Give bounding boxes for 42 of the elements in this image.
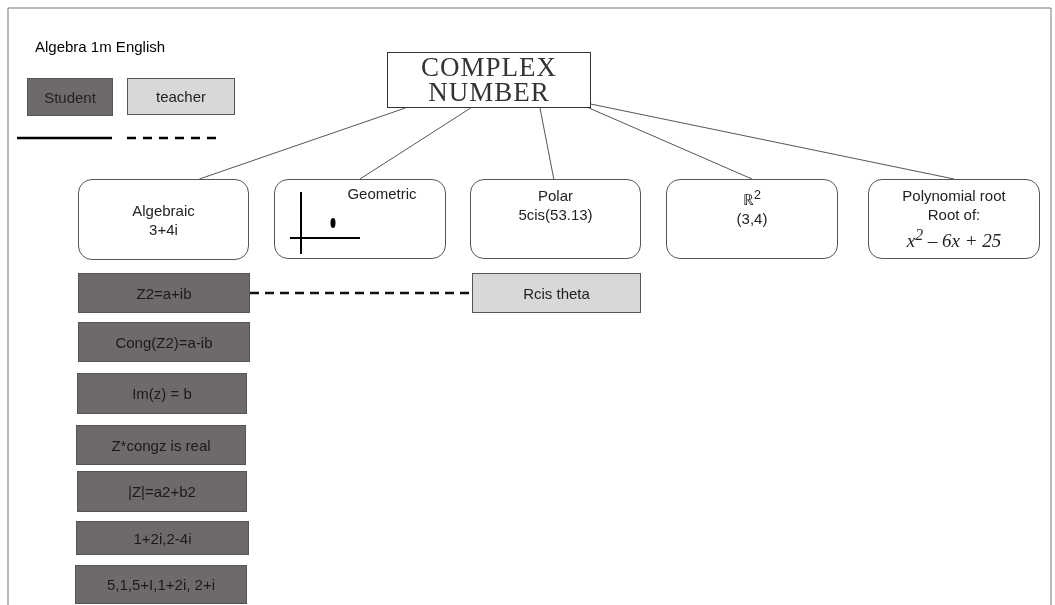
- box-heading: Polynomial root: [902, 186, 1006, 205]
- representation-box: [78, 179, 249, 260]
- title-box: [387, 52, 591, 108]
- box-text: Rcis theta: [523, 283, 590, 303]
- title-text: COMPLEX NUMBER: [420, 55, 558, 105]
- dashed-connector: [250, 291, 472, 295]
- box-text: Geometric: [347, 184, 417, 203]
- note-box: [77, 471, 247, 512]
- note-box: [75, 565, 247, 604]
- box-text: Im(z) = b: [132, 384, 192, 403]
- box-text: 5,1,5+I,1+2i, 2+i: [107, 575, 215, 594]
- representation-box: [274, 179, 446, 259]
- note-box: [77, 373, 247, 414]
- box-text: 5cis(53.13): [518, 205, 593, 224]
- legend-swatch: teacher: [127, 78, 235, 115]
- box-text: |Z|=a2+b2: [128, 482, 196, 501]
- box-text: Cong(Z2)=a-ib: [115, 332, 213, 352]
- connector-line: [539, 107, 555, 180]
- box-heading: ℝ$^{2}$: [743, 187, 761, 209]
- legend-swatch: Student: [27, 78, 113, 116]
- connector-line: [588, 107, 753, 180]
- box-text: 3+4i: [149, 219, 178, 239]
- note-box: [78, 273, 250, 313]
- box-text: Z*congz is real: [111, 435, 211, 455]
- diagram-title: Algebra 1m English: [35, 38, 166, 55]
- box-text: (3,4): [736, 209, 768, 228]
- note-box: [76, 425, 246, 465]
- box-text: Z2=a+ib: [136, 283, 192, 303]
- representation-box: [868, 179, 1040, 259]
- note-box: [76, 521, 249, 555]
- representation-box: [666, 179, 838, 259]
- formula-text: x$^{2}$ – 6x + 25: [906, 225, 1002, 253]
- box-text: Root of:: [927, 205, 981, 224]
- note-box: [78, 322, 250, 362]
- box-heading: Algebraic: [132, 200, 195, 220]
- note-box: [472, 273, 641, 313]
- box-text: 1+2i,2-4i: [133, 528, 192, 548]
- representation-box: [470, 179, 641, 259]
- connector-line: [198, 107, 406, 180]
- box-heading: Polar: [538, 186, 573, 205]
- connector-line: [590, 103, 955, 180]
- connector-line: [359, 107, 472, 180]
